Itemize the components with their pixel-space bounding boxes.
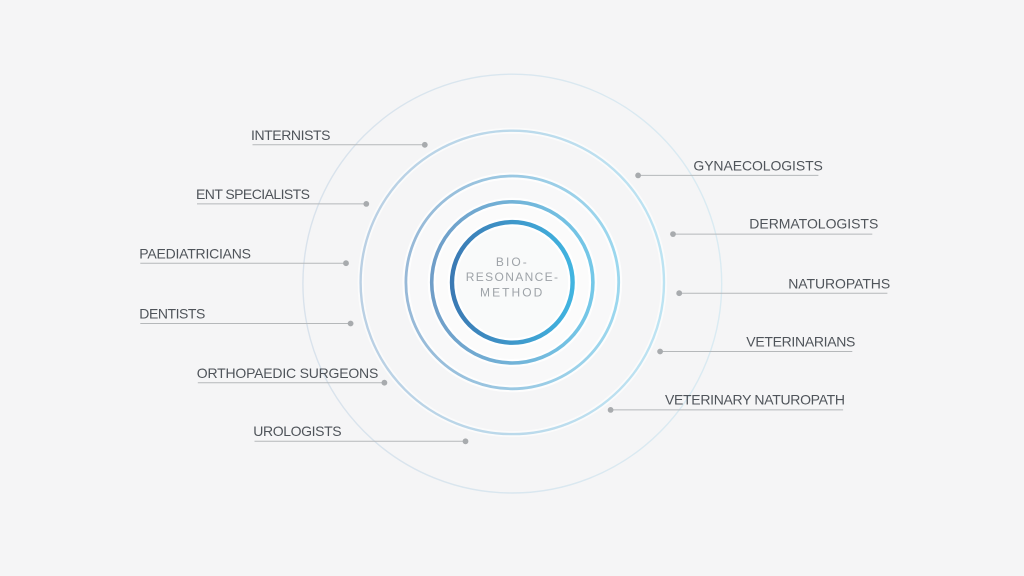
svg-text:ENT SPECIALISTS: ENT SPECIALISTS [196,186,310,202]
svg-text:VETERINARY NATUROPATH: VETERINARY NATUROPATH [665,392,845,408]
svg-text:INTERNISTS: INTERNISTS [251,127,331,143]
svg-text:PAEDIATRICIANS: PAEDIATRICIANS [139,246,251,262]
svg-text:BIO-: BIO- [496,255,527,269]
svg-text:DENTISTS: DENTISTS [139,306,205,322]
svg-text:RESONANCE-: RESONANCE- [466,270,558,284]
svg-text:DERMATOLOGISTS: DERMATOLOGISTS [749,216,878,232]
svg-text:ORTHOPAEDIC SURGEONS: ORTHOPAEDIC SURGEONS [197,365,378,381]
svg-text:METHOD: METHOD [480,285,543,299]
svg-text:UROLOGISTS: UROLOGISTS [253,423,341,439]
svg-text:NATUROPATHS: NATUROPATHS [788,276,890,292]
svg-text:VETERINARIANS: VETERINARIANS [746,334,855,350]
svg-text:GYNAECOLOGISTS: GYNAECOLOGISTS [693,157,823,173]
